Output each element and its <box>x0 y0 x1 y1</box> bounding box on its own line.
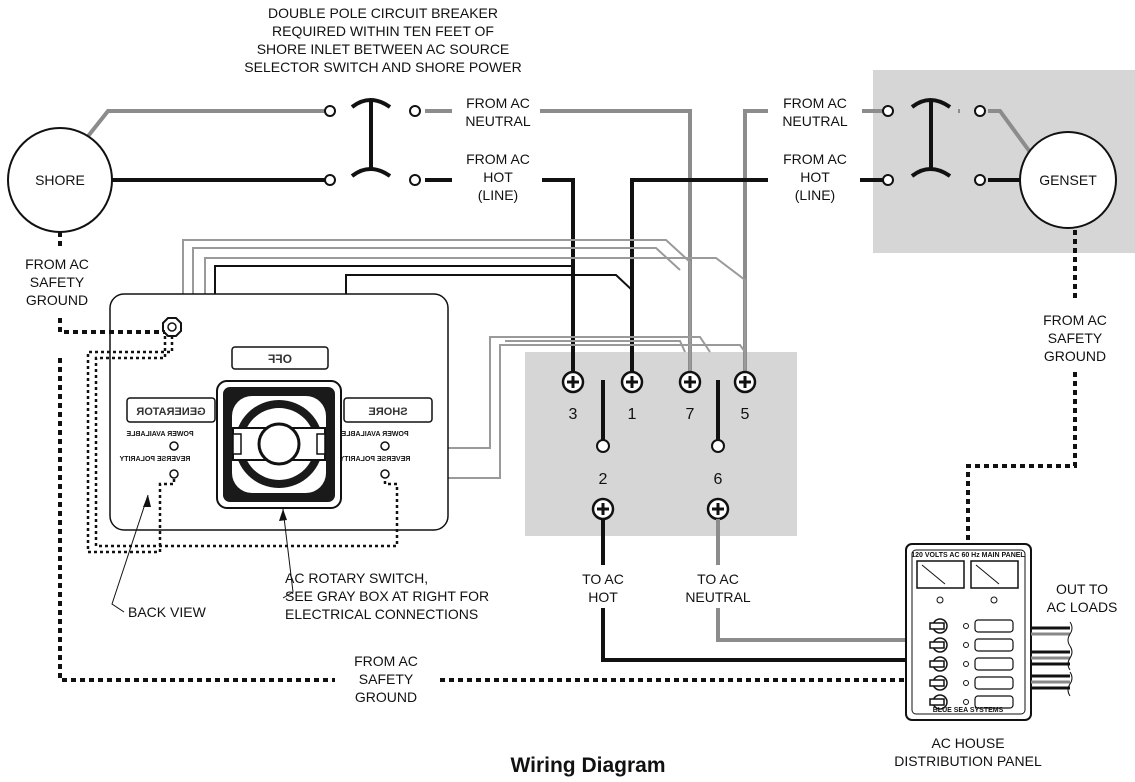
generator-ground-wire <box>86 336 176 554</box>
terminal-7-label: 7 <box>686 406 695 423</box>
to-neutral-label-2: NEUTRAL <box>685 589 751 605</box>
shore-neutral-label-2: NEUTRAL <box>465 113 531 129</box>
terminal-2-label: 2 <box>599 471 608 488</box>
terminal-1-label: 1 <box>628 406 637 423</box>
rotary-label-3: ELECTRICAL CONNECTIONS <box>285 606 478 622</box>
terminal-6-label: 6 <box>714 471 723 488</box>
panel-label-1: AC HOUSE <box>931 735 1004 751</box>
generator-label: GENERATOR <box>136 406 205 418</box>
genset-neutral-label-1: FROM AC <box>783 95 847 111</box>
hot-to-terminal-3 <box>542 178 575 380</box>
rotary-label-2: SEE GRAY BOX AT RIGHT FOR <box>285 588 489 604</box>
to-hot-wire <box>601 608 910 662</box>
panel-breaker-row <box>929 656 1014 672</box>
panel-footer-fine: BLUE SEA SYSTEMS <box>933 707 1004 714</box>
generator-power-led <box>169 441 179 451</box>
rotary-leader <box>282 508 294 599</box>
terminal-6 <box>706 497 730 521</box>
to-neutral-wire <box>716 608 910 642</box>
distribution-panel: 120 VOLTS AC 60 Hz MAIN PANEL <box>905 543 1032 721</box>
shore-switch-label: SHORE <box>368 406 407 418</box>
terminal-5 <box>733 370 757 394</box>
voltmeter <box>916 560 965 589</box>
terminal-1 <box>620 370 644 394</box>
shore-ground-label-1: FROM AC <box>25 256 89 272</box>
shore-hot-label-1: FROM AC <box>466 151 530 167</box>
main-ground-label-2: SAFETY <box>359 671 414 687</box>
shore-hot-label-2: HOT <box>483 169 513 185</box>
ammeter <box>970 560 1019 589</box>
out-loads-label-1: OUT TO <box>1056 581 1108 597</box>
generator-reverse-polarity: REVERSE POLARITY <box>119 456 190 463</box>
genset-neutral-label-2: NEUTRAL <box>782 113 848 129</box>
genset-ground-label-2: SAFETY <box>1048 330 1103 346</box>
ground-stud <box>162 317 182 337</box>
breaker-note-line-1: DOUBLE POLE CIRCUIT BREAKER <box>268 5 498 21</box>
shore-power-led <box>380 441 390 451</box>
neutral-to-terminal-5 <box>743 109 768 380</box>
shore-neutral-label-1: FROM AC <box>466 95 530 111</box>
out-loads-label-2: AC LOADS <box>1047 599 1118 615</box>
terminal-2 <box>591 497 615 521</box>
genset-label: GENSET <box>1039 172 1097 188</box>
breaker-note-line-2: REQUIRED WITHIN TEN FEET OF <box>272 23 494 39</box>
genset-neutral-wire <box>988 109 1032 154</box>
main-ground-label-3: GROUND <box>355 689 417 705</box>
main-ground-left <box>58 358 335 682</box>
off-label-plate <box>231 346 329 370</box>
ac-load-wires <box>1031 621 1073 697</box>
generator-power-available: POWER AVAILABLE <box>126 431 193 438</box>
shore-neutral-wire <box>83 109 328 142</box>
genset-ground-label-1: FROM AC <box>1043 312 1107 328</box>
shore-breaker <box>324 98 421 186</box>
shore-reverse-polarity: REVERSE POLARITY <box>339 456 410 463</box>
genset-breaker <box>882 98 986 186</box>
shore-plate <box>343 397 433 423</box>
shore-label: SHORE <box>35 172 85 188</box>
terminal-3-label: 3 <box>569 406 578 423</box>
panel-header-fine: 120 VOLTS AC 60 Hz MAIN PANEL <box>911 552 1025 559</box>
neutral-to-terminal-7 <box>540 109 692 380</box>
main-ground-label-1: FROM AC <box>354 653 418 669</box>
panel-breakers <box>929 618 1014 710</box>
shore-power-available: POWER AVAILABLE <box>341 431 408 438</box>
genset-source <box>1019 131 1117 229</box>
breaker-note-line-3: SHORE INLET BETWEEN AC SOURCE <box>257 41 510 57</box>
genset-hot-label-2: HOT <box>800 169 830 185</box>
back-view-label: BACK VIEW <box>128 604 207 620</box>
breaker-note-line-4: SELECTOR SWITCH AND SHORE POWER <box>244 59 521 75</box>
genset-hot-label-3: (LINE) <box>795 187 835 203</box>
shore-polarity-led <box>380 469 390 479</box>
terminal-7 <box>678 370 702 394</box>
shore-ground-label-2: SAFETY <box>30 274 85 290</box>
genset-ground-to-panel <box>966 372 1077 545</box>
off-label: OFF <box>268 352 292 366</box>
panel-breaker-row <box>929 618 1014 634</box>
shore-ground-to-stud <box>58 318 165 334</box>
shore-hot-label-3: (LINE) <box>478 187 518 203</box>
rotary-switch <box>216 380 342 509</box>
terminal-5-label: 5 <box>741 406 750 423</box>
diagram-title: Wiring Diagram <box>511 754 666 777</box>
shore-ground-label-3: GROUND <box>26 292 88 308</box>
to-hot-label-2: HOT <box>588 589 618 605</box>
back-view-leader <box>111 494 149 613</box>
genset-ground-label-3: GROUND <box>1044 348 1106 364</box>
panel-label-2: DISTRIBUTION PANEL <box>894 753 1042 769</box>
hot-to-terminal-1 <box>630 178 768 380</box>
generator-polarity-led <box>169 469 179 479</box>
generator-plate <box>126 397 216 423</box>
rotary-label-1: AC ROTARY SWITCH, <box>285 570 428 586</box>
genset-hot-label-1: FROM AC <box>783 151 847 167</box>
terminal-3 <box>561 370 585 394</box>
to-hot-label-1: TO AC <box>582 571 624 587</box>
panel-breaker-row <box>929 637 1014 653</box>
panel-breaker-row <box>929 675 1014 691</box>
to-neutral-label-1: TO AC <box>697 571 739 587</box>
panel-breaker-row <box>929 694 1014 710</box>
